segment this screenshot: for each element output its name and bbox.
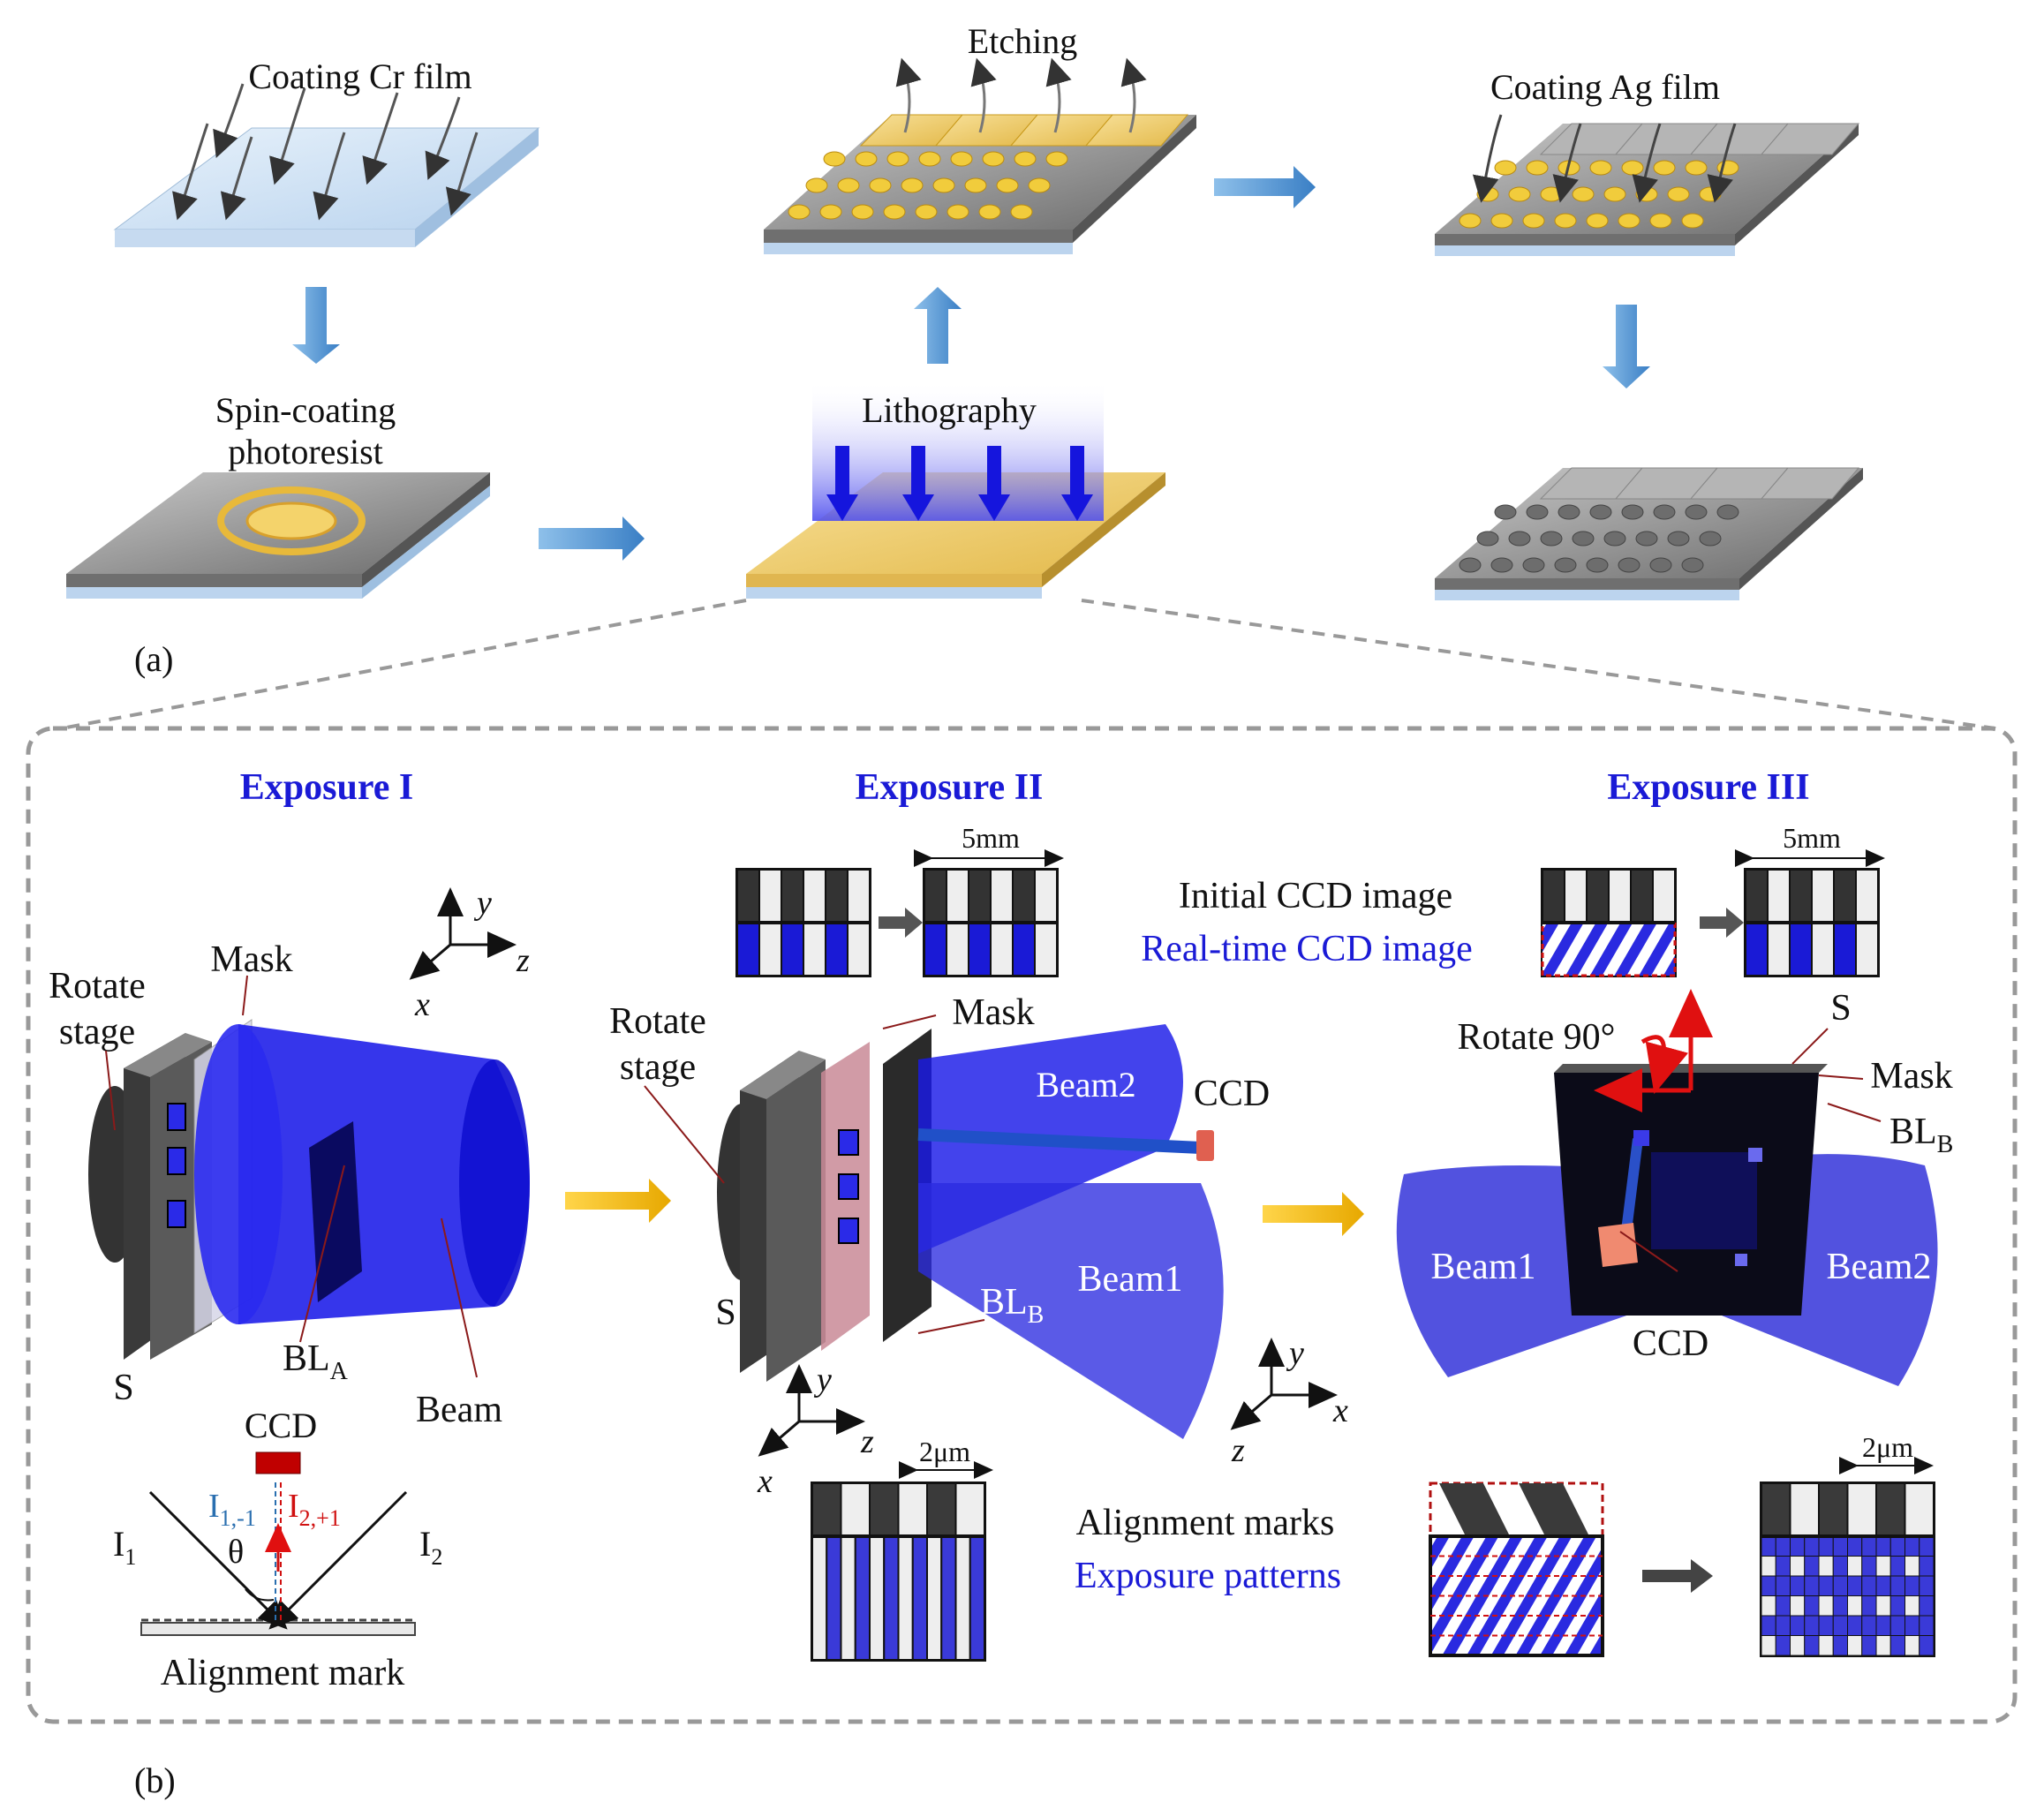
exp1-axis-y: y: [473, 885, 492, 922]
exp1-ccd-label: CCD: [245, 1406, 317, 1445]
exp1-beam-label: Beam: [416, 1390, 502, 1430]
step-coating-cr: Coating Cr film: [113, 57, 540, 247]
zoom-lines: [61, 599, 1996, 730]
panel-b-label: (b): [134, 1760, 176, 1800]
exp3-beam2-label: Beam2: [1827, 1247, 1932, 1287]
panel-a-label: (a): [134, 639, 173, 679]
exp2-ccd-after: [923, 868, 1059, 977]
exp3-ccd: [1598, 1223, 1638, 1267]
exp1-alignment-plate: [140, 1622, 416, 1636]
exp2-axis-y: y: [813, 1361, 832, 1399]
exp2-scale: 5mm: [962, 822, 1020, 854]
exp3-title: Exposure III: [1607, 767, 1809, 808]
exp3-ccd-after: [1744, 868, 1880, 977]
exp2-micro-scale: 2μm: [919, 1436, 970, 1467]
exposure-1: Exposure I y z x Rotate stage Mask S BLA…: [49, 767, 530, 1693]
dots-etching: [788, 151, 1068, 220]
exp1-mask-label: Mask: [210, 939, 292, 980]
exp3-axis-z: z: [1231, 1432, 1245, 1469]
exp3-micro-aligned: [1760, 1481, 1935, 1657]
exp2-s-label: S: [715, 1293, 735, 1333]
exp3-scale: 5mm: [1783, 822, 1841, 854]
exp1-i1m1: I1,-1: [208, 1488, 256, 1531]
exp1-alignment-label: Alignment mark: [161, 1653, 404, 1693]
exp1-rotate-1: Rotate: [49, 966, 146, 1007]
exp2-micro-pattern: [811, 1481, 986, 1662]
legend-realtime-ccd: Real-time CCD image: [1141, 929, 1473, 969]
exp1-axes: [409, 887, 517, 980]
exp1-beam: [238, 1024, 530, 1324]
exp2-axis-z: z: [860, 1423, 874, 1460]
exp3-ccd-before: [1541, 868, 1677, 977]
panel-a: Coating Cr film Spin-coating photoresist: [66, 21, 1863, 679]
legend-initial-ccd: Initial CCD image: [1179, 876, 1452, 916]
exp1-i2: I2: [419, 1524, 442, 1570]
exp2-rotate-2: stage: [620, 1047, 696, 1088]
label-spin-1: Spin-coating: [215, 390, 396, 430]
arrow-down-2: [1603, 305, 1650, 388]
exp1-title: Exposure I: [240, 767, 413, 808]
exp3-mask-label: Mask: [1870, 1056, 1952, 1097]
legend-exposure-patterns: Exposure patterns: [1075, 1556, 1341, 1596]
exp2-mask-label: Mask: [952, 992, 1034, 1033]
exp1-rotate-2: stage: [59, 1012, 135, 1052]
label-etching: Etching: [968, 21, 1077, 61]
exp2-beam2-label: Beam2: [1036, 1065, 1135, 1105]
arrow-down-1: [292, 287, 340, 364]
label-coating-ag: Coating Ag film: [1490, 67, 1720, 107]
exp1-ccd-box: [255, 1451, 301, 1474]
exp3-micro-scale: 2μm: [1862, 1431, 1913, 1463]
exp3-beam1-label: Beam1: [1431, 1247, 1536, 1287]
exp2-axis-x: x: [757, 1463, 773, 1500]
step-coating-ag: Coating Ag film: [1435, 67, 1860, 256]
exp1-s-label: S: [113, 1368, 133, 1408]
legend-alignment-marks: Alignment marks: [1076, 1503, 1335, 1543]
arrow-right-1: [539, 516, 645, 561]
label-coating-cr: Coating Cr film: [248, 57, 471, 96]
exp2-ccd-before: [735, 868, 871, 977]
exp2-blb-label: BLB: [980, 1282, 1044, 1329]
exposure-3: Exposure III 5mm Rotate 90° S Mask BLB B…: [1230, 767, 1953, 1657]
exp3-blb-label: BLB: [1889, 1112, 1953, 1158]
exp1-theta: θ: [228, 1534, 244, 1571]
arrow-right-2: [1214, 166, 1316, 208]
arrow-up-1: [914, 287, 962, 364]
label-lithography: Lithography: [862, 390, 1037, 430]
exp3-s-label: S: [1830, 988, 1851, 1029]
exp2-ccd: [1196, 1130, 1214, 1161]
exp3-ccd-label: CCD: [1633, 1323, 1708, 1364]
exp1-i2p1: I2,+1: [288, 1488, 341, 1531]
exp1-axis-x: x: [414, 986, 430, 1023]
exp3-rotate-label: Rotate 90°: [1458, 1017, 1616, 1058]
exp3-micro-misaligned: [1429, 1481, 1604, 1657]
exp1-i1: I1: [113, 1524, 136, 1570]
exp3-axis-x: x: [1332, 1392, 1348, 1429]
step-spin-coating: Spin-coating photoresist: [66, 390, 490, 599]
exp2-rotate-1: Rotate: [609, 1001, 706, 1042]
exp2-ccd-label: CCD: [1194, 1074, 1270, 1114]
exp3-axis-y: y: [1286, 1335, 1304, 1372]
exposure-2: Exposure II 5mm Rotate stage Mask Beam2 …: [609, 767, 1270, 1662]
exp2-title: Exposure II: [856, 767, 1044, 808]
step-lithography: Lithography: [746, 380, 1165, 599]
step-etching: Etching: [764, 21, 1196, 254]
arrow-exp2-exp3: [1263, 1192, 1364, 1236]
exp2-beam1-label: Beam1: [1078, 1259, 1183, 1300]
arrow-exp1-exp2: [565, 1179, 671, 1223]
exp2-beam1: [918, 1183, 1224, 1439]
panel-b-frame: [26, 726, 2018, 1724]
exp1-axis-z: z: [516, 942, 530, 979]
step-final: [1435, 467, 1863, 600]
label-spin-2: photoresist: [228, 432, 383, 471]
exp1-bla-label: BLA: [283, 1338, 349, 1385]
